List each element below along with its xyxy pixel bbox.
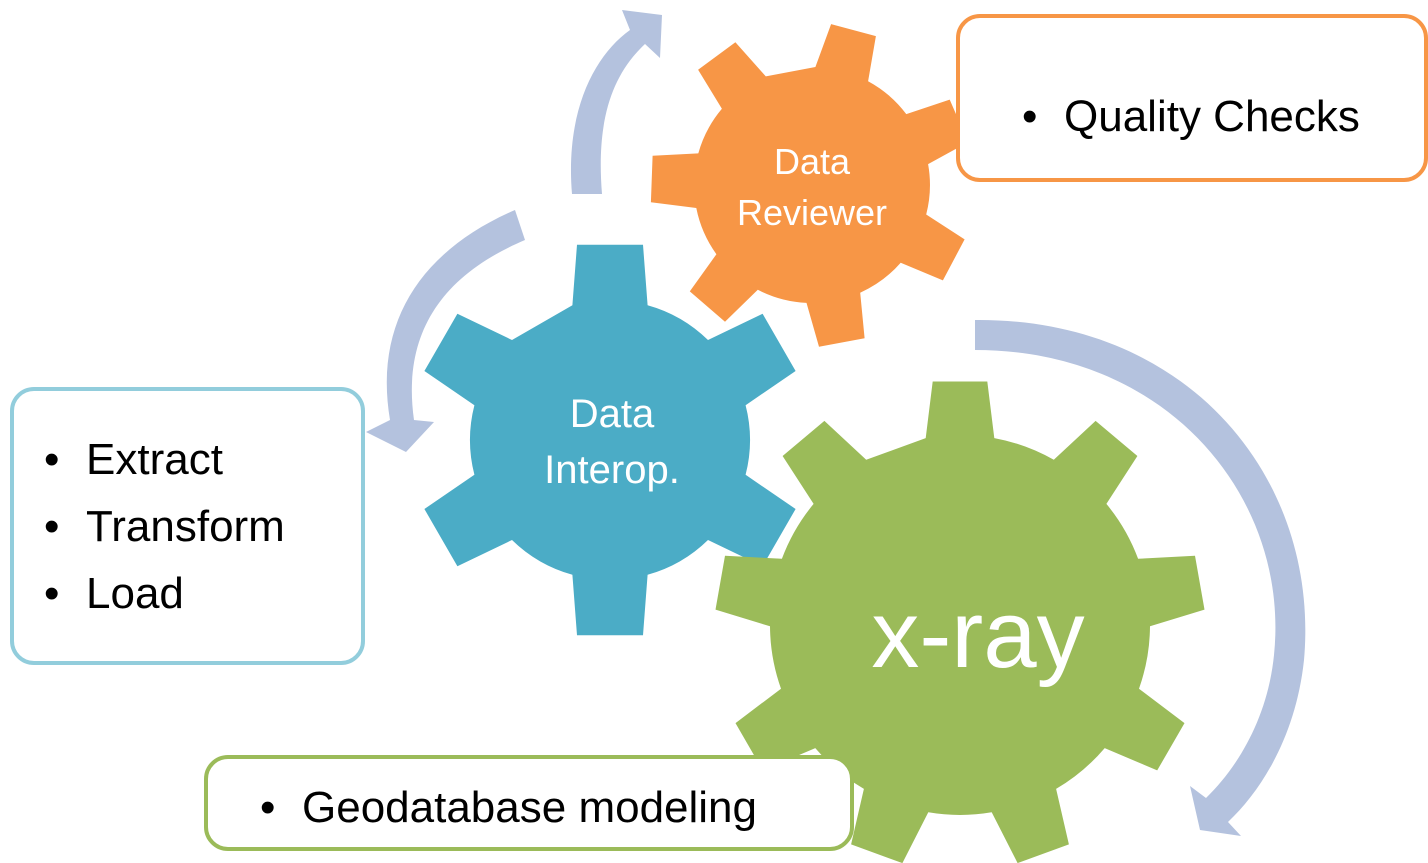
data-reviewer-label-line2: Reviewer	[736, 192, 888, 233]
data-reviewer-gear-icon	[650, 24, 969, 347]
data-interop-gear-icon	[424, 244, 796, 636]
bullet-quality-checks: Quality Checks	[1022, 83, 1360, 150]
xray-gear-label: x-ray	[871, 581, 1085, 688]
data-interop-label-line1: Data	[569, 392, 655, 436]
data-reviewer-callout: Quality Checks	[956, 14, 1428, 182]
xray-gear-icon	[715, 381, 1205, 863]
data-interop-bullet-list: Extract Transform Load	[44, 426, 285, 627]
data-interop-gear-label: Data Interop.	[512, 386, 712, 498]
data-reviewer-gear-label: Data Reviewer	[712, 136, 912, 238]
xray-bullet-list: Geodatabase modeling	[260, 774, 757, 841]
cycle-arrow-reviewer-to-interop	[366, 210, 525, 452]
xray-callout: Geodatabase modeling	[204, 755, 854, 851]
bullet-transform: Transform	[44, 493, 285, 560]
data-interop-callout: Extract Transform Load	[10, 387, 365, 665]
cycle-arrow-xray-around	[975, 319, 1306, 836]
data-interop-label-line2: Interop.	[544, 448, 680, 492]
bullet-geodatabase-modeling: Geodatabase modeling	[260, 774, 757, 841]
data-reviewer-bullet-list: Quality Checks	[1022, 83, 1360, 150]
bullet-extract: Extract	[44, 426, 285, 493]
bullet-load: Load	[44, 560, 285, 627]
data-reviewer-label-line1: Data	[773, 141, 851, 182]
cycle-arrow-interop-to-reviewer	[570, 10, 662, 194]
